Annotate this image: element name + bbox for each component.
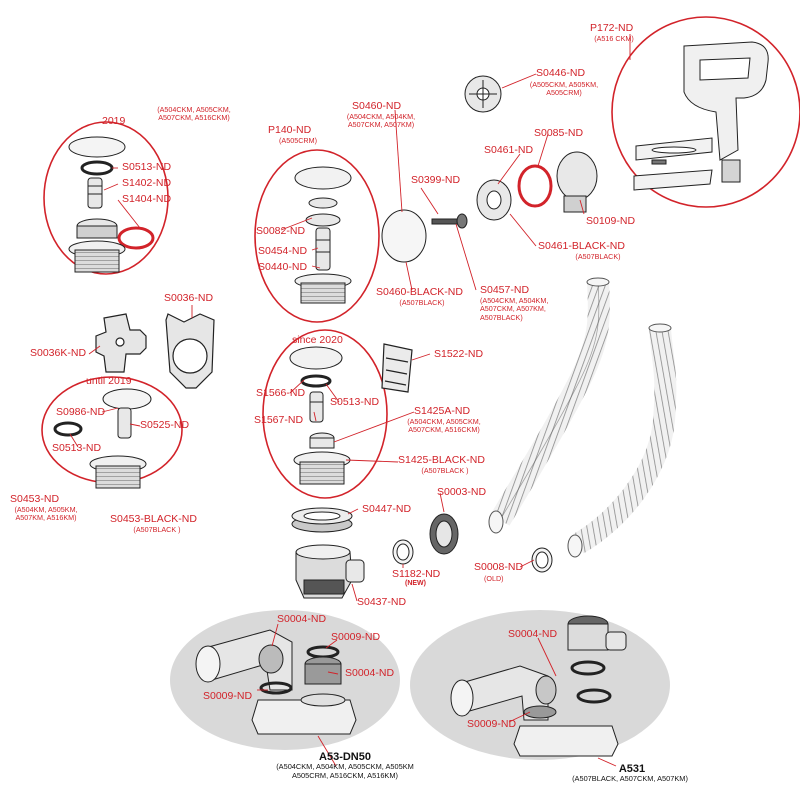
plug-stem-2020 [309,391,324,423]
label-s0986: S0986-ND [56,406,106,418]
plug-stem-2019 [87,177,103,209]
label-s0525: S0525-ND [140,419,190,431]
label-s0085: S0085-ND [534,127,584,139]
label-s0453: S0453-ND [10,493,60,505]
label-s0082: S0082-ND [256,225,306,237]
label-s1182-new: (NEW) [405,580,426,587]
plug-cap-2020 [289,346,343,370]
group-since-2020-title: since 2020 [292,334,343,346]
label-s0437: S0437-ND [357,596,407,608]
leader-lines [69,34,631,767]
label-s1182: S1182-ND [392,568,441,580]
label-s0460-black-models: (A507BLACK) [399,298,445,307]
a531-trap-base [513,725,619,757]
label-s1425-black-models: (A507BLACK ) [421,466,469,475]
label-s0003: S0003-ND [437,486,487,498]
label-s0513-2019: S0513-ND [122,161,172,173]
label-s0461-black: S0461-BLACK-ND [538,240,625,252]
spindle-p140 [315,227,331,271]
seal-p140 [305,213,341,227]
label-s0453-black-models: (A507BLACK ) [133,525,181,534]
label-s0453-models: (A504KM, A505KM, A507KM, A516KM) [14,505,78,523]
label-s0399: S0399-ND [411,174,461,186]
label-p140-models: (A505CRM) [279,136,317,145]
label-s1402: S1402-ND [122,177,172,189]
plug-cap-p140 [294,166,352,190]
label-s0447: S0447-ND [362,503,412,515]
label-s1522: S1522-ND [434,348,484,360]
label-s0453-black: S0453-BLACK-ND [110,513,197,525]
label-s1567: S1567-ND [254,414,304,426]
spanner-s1522 [381,343,413,393]
label-s0457: S0457-ND [480,284,530,296]
label-s0454: S0454-ND [258,245,308,257]
a531-seal-lower [576,688,612,704]
label-s0009-a53-top: S0009-ND [331,631,381,643]
a531-seal-upper [570,660,606,676]
plug-stem-until2019 [117,407,132,439]
oring-2020 [300,374,332,388]
label-s0036k: S0036K-ND [30,347,87,359]
product-a53-name: A53-DN50 [319,751,371,763]
plug-cap-2019 [68,136,126,158]
label-s0513-until2019: S0513-ND [52,442,102,454]
label-s0009-a531: S0009-ND [467,718,517,730]
label-s0446: S0446-ND [536,67,586,79]
label-s0004-a53-top: S0004-ND [277,613,327,625]
product-a53-models: (A504CKM, A504KM, A505CKM, A505KM A505CR… [276,762,414,780]
a53-nut [258,644,284,674]
group-2019-outline [43,121,169,275]
oring-2019 [80,160,114,176]
label-s0513-2020: S0513-ND [330,396,380,408]
label-s1425-black: S1425-BLACK-ND [398,454,485,466]
label-s0109: S0109-ND [586,215,636,227]
gasket-s0085 [517,164,553,208]
product-a531-models: (A507BLACK, A507CKM, A507KM) [572,774,688,783]
a531-nut [535,675,557,705]
label-s1566: S1566-ND [256,387,306,399]
group-until-2019-title: until 2019 [86,375,132,387]
a53-seal-lower [259,681,293,695]
cover-s0460 [381,209,427,263]
label-s0440: S0440-ND [258,261,308,273]
label-s0461: S0461-ND [484,144,534,156]
group-p140-outline [254,149,380,323]
group-since-2020-outline [262,329,388,499]
product-a531-name: A531 [618,763,646,775]
label-s0004-a53-mid: S0004-ND [345,667,395,679]
label-s0009-a53-left: S0009-ND [203,690,253,702]
group-2019-title: 2019 [102,115,126,127]
group-p172-outline [611,16,800,208]
ring-2019 [117,226,155,250]
group-2019-models: (A504CKM, A505CKM, A507CKM, A516CKM) [157,105,231,123]
hose-right [572,327,677,554]
label-p172: P172-ND [590,22,634,34]
plug-cap-until2019 [102,388,152,410]
label-s0457-models: (A504CKM, A504KM, A507CKM, A507KM, A507B… [480,296,549,322]
overflow-housing-s0109 [556,151,598,201]
label-s0004-a531: S0004-ND [508,628,558,640]
label-s0446-models: (A505CKM, A505KM, A505CRM) [529,80,599,98]
label-s0036: S0036-ND [164,292,214,304]
label-p140: P140-ND [268,124,312,136]
a53-trap-base [251,699,357,735]
label-s0008-old: (OLD) [484,574,504,583]
label-s0460-models: (A504CKM, A504KM, A507CKM, A507KM) [346,112,416,130]
label-s1425a: S1425A-ND [414,405,471,417]
label-s0461-black-models: (A507BLACK) [575,252,621,261]
screw-s0399 [431,218,459,225]
label-s1425a-models: (A504CKM, A505CKM, A507CKM, A516CKM) [407,417,481,435]
a531-elbow [457,665,549,721]
label-p172-models: (A516 CKM) [594,34,634,43]
oring-until2019 [53,421,83,437]
washer-p140 [308,197,338,209]
label-s0460-black: S0460-BLACK-ND [376,286,463,298]
label-s1404: S1404-ND [122,193,172,205]
label-s0460: S0460-ND [352,100,402,112]
label-s0008: S0008-ND [474,561,524,573]
